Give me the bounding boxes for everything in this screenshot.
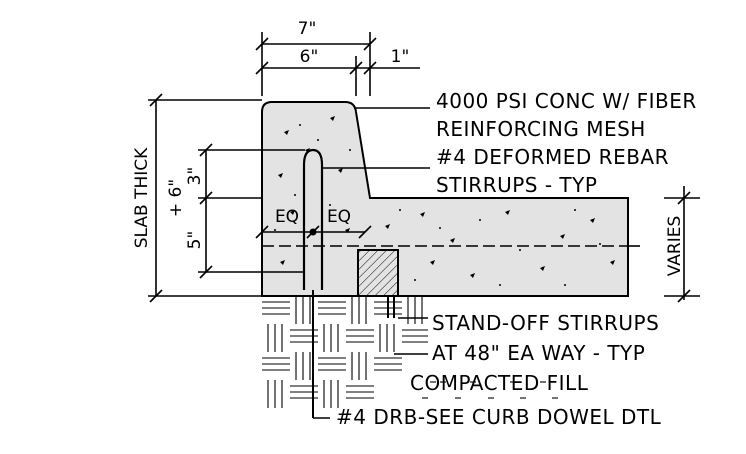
- dimension-lines: [148, 32, 700, 303]
- dim-lower: 5": [185, 231, 205, 250]
- callout-rebar-line1: #4 DEFORMED REBAR: [436, 145, 669, 169]
- dim-slab-thick: SLAB THICK: [132, 147, 152, 248]
- svg-text:5": 5": [185, 231, 205, 250]
- callout-conc-line1: 4000 PSI CONC W/ FIBER: [436, 89, 697, 113]
- callout-rebar-line2: STIRRUPS - TYP: [436, 173, 597, 197]
- dim-slab-thick-line1: SLAB THICK: [132, 147, 152, 248]
- dim-overall-width: 7": [298, 19, 317, 39]
- callout-standoff-line2: AT 48" EA WAY - TYP: [432, 341, 645, 365]
- dim-plus-six: + 6": [166, 179, 186, 217]
- dim-slab-thick-line2: + 6": [166, 179, 186, 217]
- svg-text:3": 3": [185, 167, 205, 186]
- callout-standoff-line1: STAND-OFF STIRRUPS: [432, 311, 659, 335]
- callout-fill: COMPACTED FILL: [410, 371, 589, 395]
- stand-off-chair: [357, 249, 399, 297]
- svg-text:VARIES: VARIES: [665, 216, 685, 277]
- callout-conc-line2: REINFORCING MESH: [436, 117, 646, 141]
- dim-offset: 1": [391, 47, 410, 67]
- dim-varies: VARIES: [665, 216, 685, 277]
- callout-dowel: #4 DRB-SEE CURB DOWEL DTL: [336, 405, 662, 429]
- rebar-stirrup: [302, 148, 324, 290]
- dim-curb-width: 6": [300, 47, 319, 67]
- dim-eq-right: EQ: [327, 207, 351, 227]
- aggregate-marks: [274, 116, 615, 286]
- dim-eq-left: EQ: [275, 207, 299, 227]
- leader-lines: [313, 107, 430, 419]
- compacted-fill-pattern: [262, 296, 558, 410]
- dim-upper: 3": [185, 167, 205, 186]
